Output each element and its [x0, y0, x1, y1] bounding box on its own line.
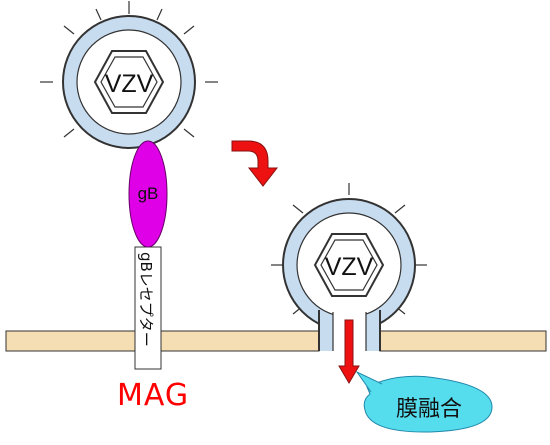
- virus-label-bottom: VZV: [325, 253, 374, 281]
- virus-spikes-bottom: [271, 183, 427, 315]
- gb-glycoprotein: [128, 140, 168, 248]
- virus-label-top: VZV: [105, 70, 154, 98]
- gb-receptor-label: gBレセプター: [137, 252, 155, 347]
- gb-label: gB: [138, 184, 159, 203]
- cell-membrane: [5, 330, 547, 352]
- mag-label: MAG: [117, 378, 190, 413]
- fusion-label: 膜融合: [396, 397, 462, 422]
- transition-arrow: [231, 140, 279, 187]
- vzv-particle-top: [40, 1, 218, 149]
- release-arrow: [338, 319, 360, 384]
- fusion-callout: [355, 370, 493, 433]
- virus-spikes-top: [40, 1, 218, 138]
- gb-receptor-box: [134, 246, 162, 370]
